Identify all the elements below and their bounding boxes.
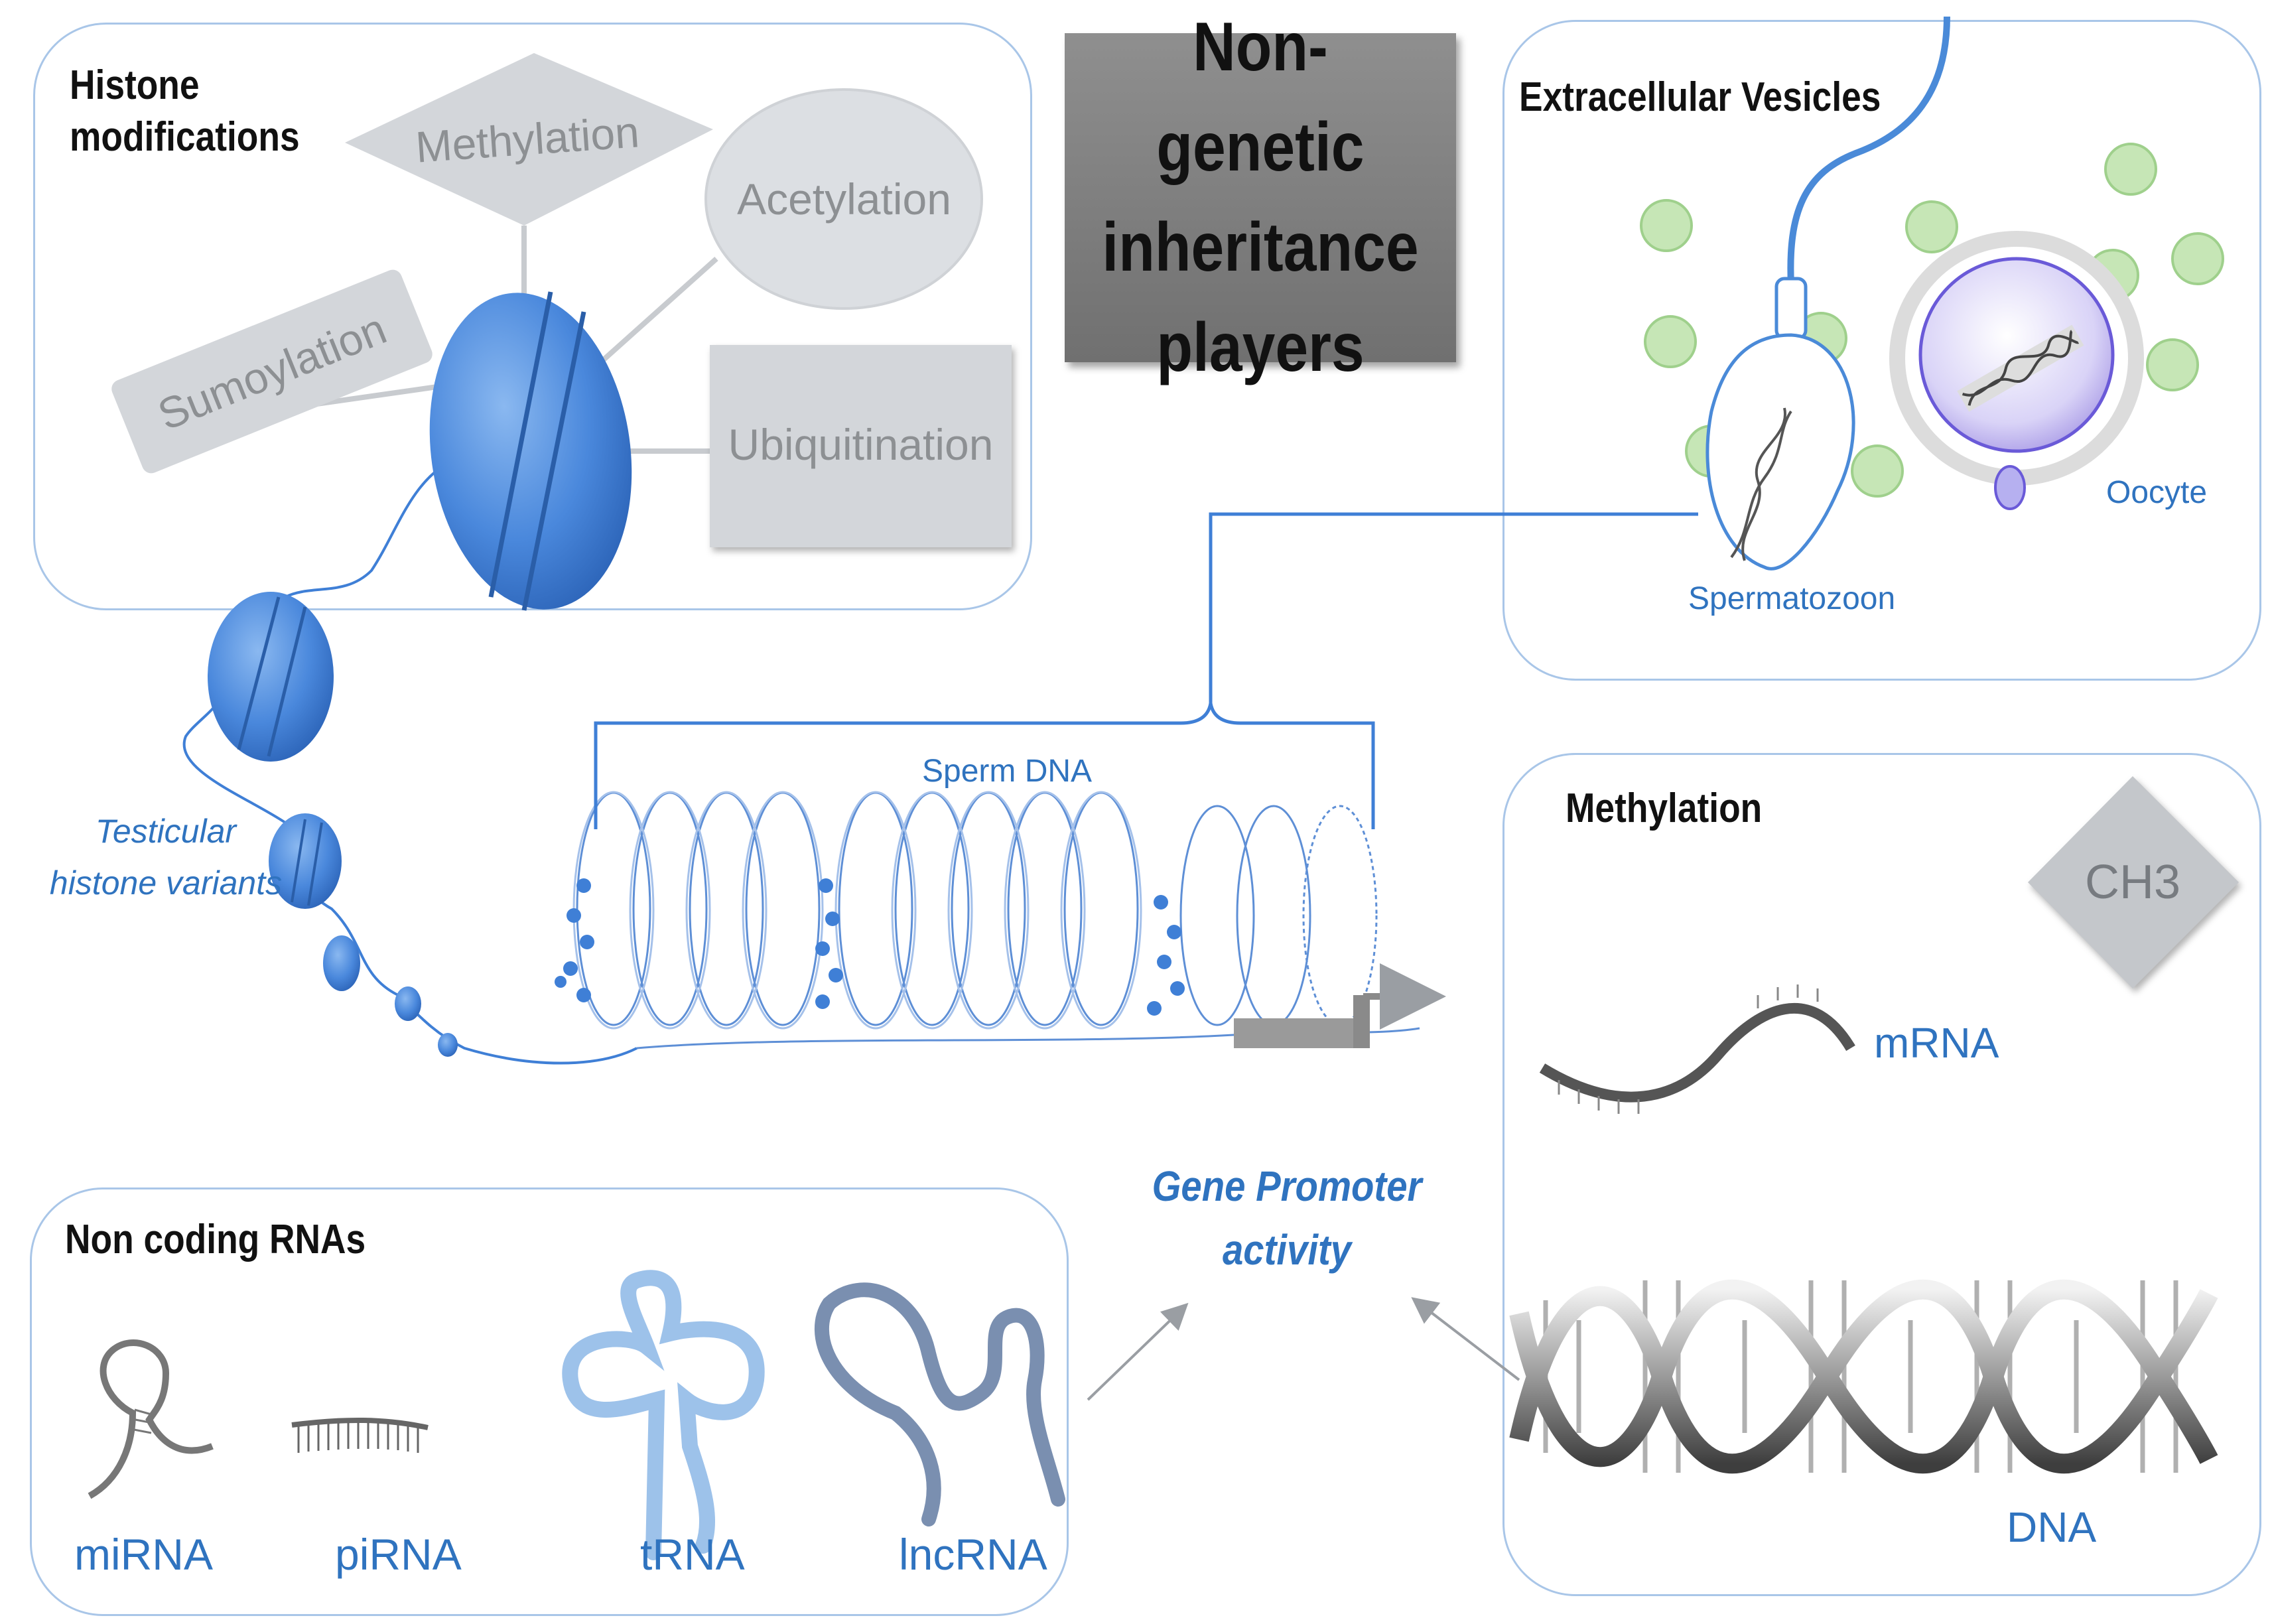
dna-label: DNA: [2007, 1503, 2097, 1551]
promoter-block: [1234, 1018, 1360, 1048]
sperm-dna-label: Sperm DNA: [922, 754, 1093, 789]
mirna-shape: [88, 1339, 214, 1499]
trna-label: tRNA: [640, 1530, 745, 1579]
ubiquitination-label: Ubiquitination: [728, 420, 994, 469]
oocyte-label: Oocyte: [2106, 475, 2208, 510]
lncrna-shape: [814, 1282, 1065, 1526]
oocyte-dna: [1957, 324, 2084, 412]
lncrna-label: lncRNA: [899, 1530, 1047, 1579]
ch3-label: CH3: [2084, 856, 2181, 909]
sperm-head: [1705, 333, 1855, 571]
arrow-ncrna-to-promoter: [1087, 1302, 1189, 1401]
spermatozoon-label: Spermatozoon: [1688, 581, 1896, 616]
methylation-diamond: [345, 53, 713, 226]
histone-panel-title: Histone modifications: [70, 62, 300, 160]
nucleosome-tiny-2: [438, 1033, 458, 1057]
central-title-box: Non-genetic inheritance players: [1065, 9, 1456, 386]
sperm-tail: [1787, 16, 1950, 286]
sperm-dna-bracket: [594, 512, 1698, 829]
non-coding-rnas-panel: [30, 1187, 1069, 1616]
sumoylation-box: [111, 269, 433, 474]
nucleosome-tiny-1: [395, 986, 421, 1021]
pirna-shape: [291, 1417, 429, 1453]
acetylation-ellipse: [704, 88, 983, 310]
methylation-panel-title: Methylation: [1566, 785, 1763, 831]
pirna-label: piRNA: [335, 1530, 462, 1579]
nucleosome-small: [269, 813, 342, 909]
arrow-methylation-to-promoter: [1411, 1297, 1520, 1381]
nucleosomes: [208, 291, 632, 1057]
trna-shape: [562, 1270, 765, 1560]
acetylation-label: Acetylation: [737, 174, 951, 224]
dna-beads: [555, 878, 1185, 1016]
central-title: Non-genetic inheritance players: [1102, 9, 1419, 386]
ev-panel-title: Extracellular Vesicles: [1519, 74, 1881, 120]
ubiquitination-box: [710, 345, 1012, 547]
nucleosome-xsmall: [323, 935, 360, 991]
ncrna-panel-title: Non coding RNAs: [65, 1217, 366, 1262]
chromatin-fiber: [182, 456, 637, 1065]
nucleosome-large: [429, 293, 632, 610]
gene-promoter-activity-label: Gene Promoter activity: [1152, 1162, 1422, 1274]
mirna-label: miRNA: [74, 1530, 213, 1579]
ch3-diamond: [2028, 776, 2239, 988]
sperm-dna-helix: [1730, 407, 1792, 561]
mrna-label: mRNA: [1874, 1019, 1999, 1067]
dna-double-helix: [1509, 1279, 2218, 1474]
testicular-histone-variants-label: Testicular histone variants: [49, 813, 283, 902]
nucleosome-medium: [208, 592, 334, 762]
polar-body: [1994, 465, 2026, 510]
sperm-dna-coils: [572, 791, 1378, 1030]
oocyte: [1918, 257, 2115, 453]
mrna-strand: [1539, 984, 1855, 1114]
